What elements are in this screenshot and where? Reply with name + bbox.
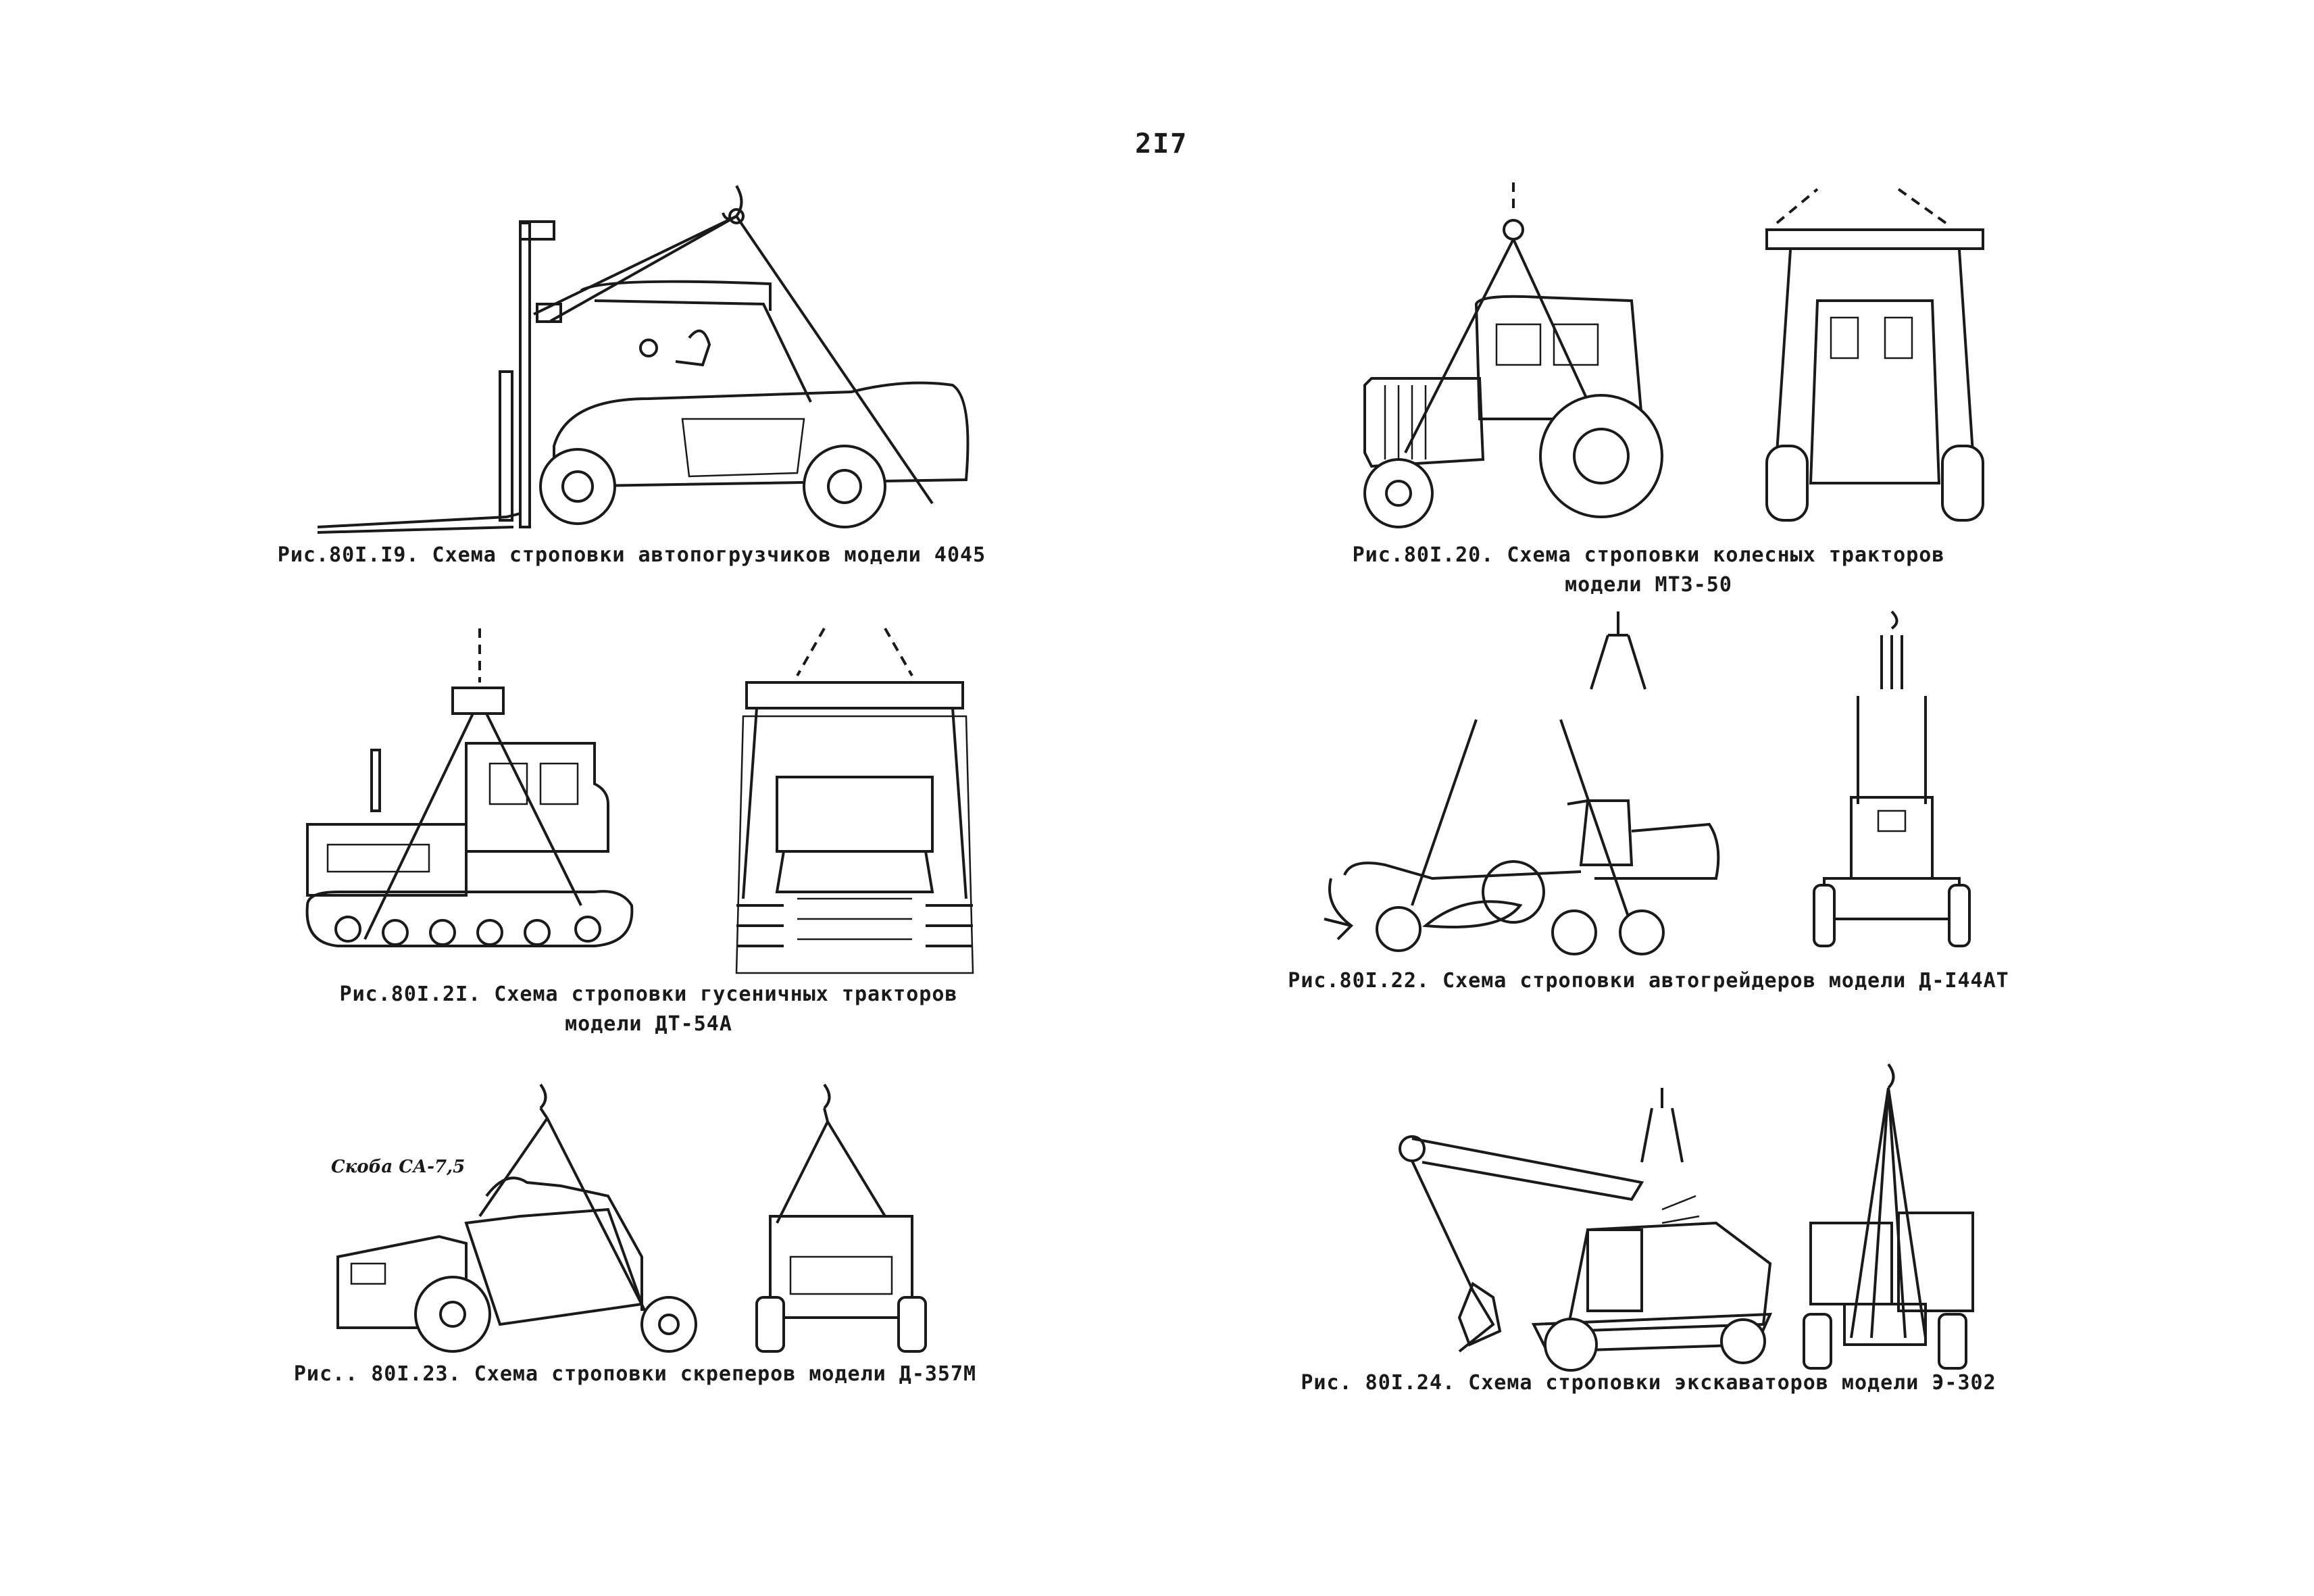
figure-scraper [324,1081,986,1351]
figure-motor-grader [1311,608,2000,959]
forklift-icon [297,176,1040,541]
figure-22-caption: Рис.80I.22. Схема строповки автогрейдеро… [1270,966,2027,996]
scraper-side-icon [324,1081,730,1351]
figure-19-caption: Рис.80I.I9. Схема строповки автопогрузчи… [253,541,1010,570]
caption-line: Рис.80I.2I. Схема строповки гусеничных т… [339,982,958,1006]
figure-24-caption: Рис. 80I.24. Схема строповки экскаваторо… [1270,1368,2027,1398]
caption-line: Рис.80I.20. Схема строповки колесных тра… [1352,543,1945,567]
excavator-rear-icon [1797,1061,1986,1378]
figure-crawler-tractor [297,622,1000,973]
caption-line: модели ДТ-54А [565,1012,732,1036]
caption-line: Рис.80I.I9. Схема строповки автопогрузчи… [277,543,986,567]
crawler-tractor-side-icon [297,622,649,973]
figure-20-caption: Рис.80I.20. Схема строповки колесных тра… [1324,541,1973,600]
shackle-callout: Скоба СА-7,5 [331,1157,466,1177]
caption-line: Рис.. 80I.23. Схема строповки скреперов … [293,1362,977,1386]
caption-line: модели МТЗ-50 [1565,573,1732,597]
figure-23-caption: Рис.. 80I.23. Схема строповки скреперов … [257,1360,1013,1389]
figure-wheeled-tractor [1331,182,1980,527]
wheeled-tractor-side-icon [1331,182,1723,527]
wheeled-tractor-rear-icon [1757,182,2013,527]
caption-line: Рис.80I.22. Схема строповки автогрейдеро… [1288,969,2009,993]
motor-grader-rear-icon [1797,608,1986,959]
figure-21-caption: Рис.80I.2I. Схема строповки гусеничных т… [297,980,1000,1039]
motor-grader-side-icon [1311,608,1736,959]
excavator-side-icon [1392,1061,1784,1378]
figure-excavator [1392,1061,1986,1378]
caption-line: Рис. 80I.24. Схема строповки экскаваторо… [1301,1371,1996,1395]
page-number: 2I7 [1135,128,1188,159]
crawler-tractor-front-icon [730,622,986,973]
figure-forklift [297,176,1040,541]
scraper-front-icon [750,1081,953,1351]
